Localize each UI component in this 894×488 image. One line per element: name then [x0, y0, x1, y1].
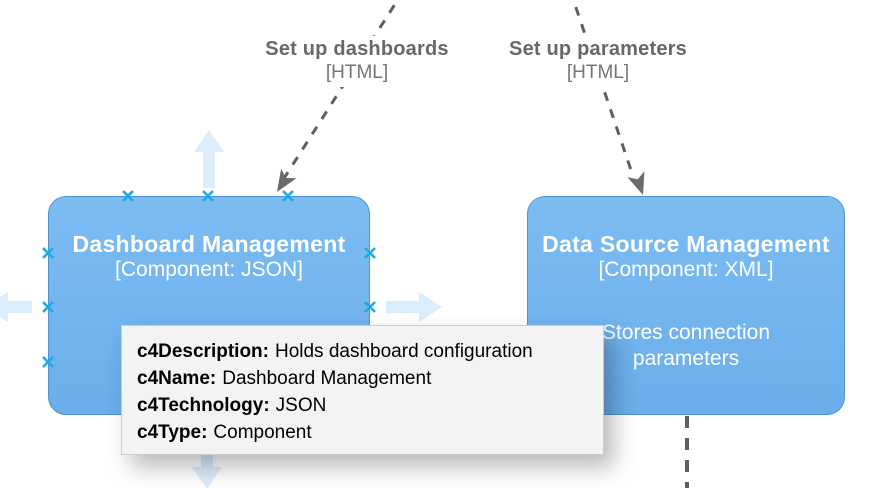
arrowhead-icon[interactable] — [269, 168, 297, 197]
edge-technology-text: [HTML] — [566, 62, 630, 83]
edge-label-set-up-parameters[interactable]: Set up parameters [HTML] — [488, 36, 708, 87]
tooltip-row: c4Type:Component — [137, 419, 603, 446]
edge-technology-text: [HTML] — [325, 62, 389, 83]
tooltip-value: Holds dashboard configuration — [274, 341, 533, 362]
tooltip-row: c4Technology:JSON — [137, 392, 603, 419]
connection-point-icon[interactable] — [282, 190, 294, 202]
node-subtitle: [Component: JSON] — [115, 258, 303, 281]
node-description: Stores connection parameters — [601, 321, 771, 370]
edge-label-text: Set up dashboards — [265, 38, 449, 60]
node-subtitle: [Component: XML] — [598, 258, 774, 281]
tooltip-key: c4Technology: — [137, 395, 270, 416]
edge-label-set-up-dashboards[interactable]: Set up dashboards [HTML] — [247, 36, 467, 87]
connection-point-icon[interactable] — [202, 190, 214, 202]
tooltip-row: c4Name:Dashboard Management — [137, 365, 603, 392]
edge-label-text: Set up parameters — [509, 38, 687, 60]
connection-point-icon[interactable] — [42, 356, 54, 368]
direction-arrow-right-icon[interactable] — [386, 292, 442, 322]
connection-point-icon[interactable] — [122, 190, 134, 202]
tooltip: c4Description:Holds dashboard configurat… — [121, 325, 604, 455]
direction-arrow-left-icon[interactable] — [0, 292, 32, 322]
connection-point-icon[interactable] — [42, 247, 54, 259]
tooltip-key: c4Description: — [137, 341, 269, 362]
tooltip-value: Component — [213, 422, 312, 443]
arrowhead-icon[interactable] — [627, 171, 651, 198]
node-title: Dashboard Management — [72, 231, 346, 257]
connection-point-icon[interactable] — [364, 301, 376, 313]
connection-point-icon[interactable] — [364, 247, 376, 259]
tooltip-row: c4Description:Holds dashboard configurat… — [137, 338, 603, 365]
tooltip-value: JSON — [275, 395, 327, 416]
direction-arrow-up-icon[interactable] — [194, 130, 224, 188]
direction-arrow-down-icon[interactable] — [192, 432, 222, 488]
tooltip-key: c4Name: — [137, 368, 217, 389]
tooltip-key: c4Type: — [137, 422, 208, 443]
node-title: Data Source Management — [542, 231, 830, 257]
connection-point-icon[interactable] — [42, 301, 54, 313]
tooltip-value: Dashboard Management — [222, 368, 432, 389]
